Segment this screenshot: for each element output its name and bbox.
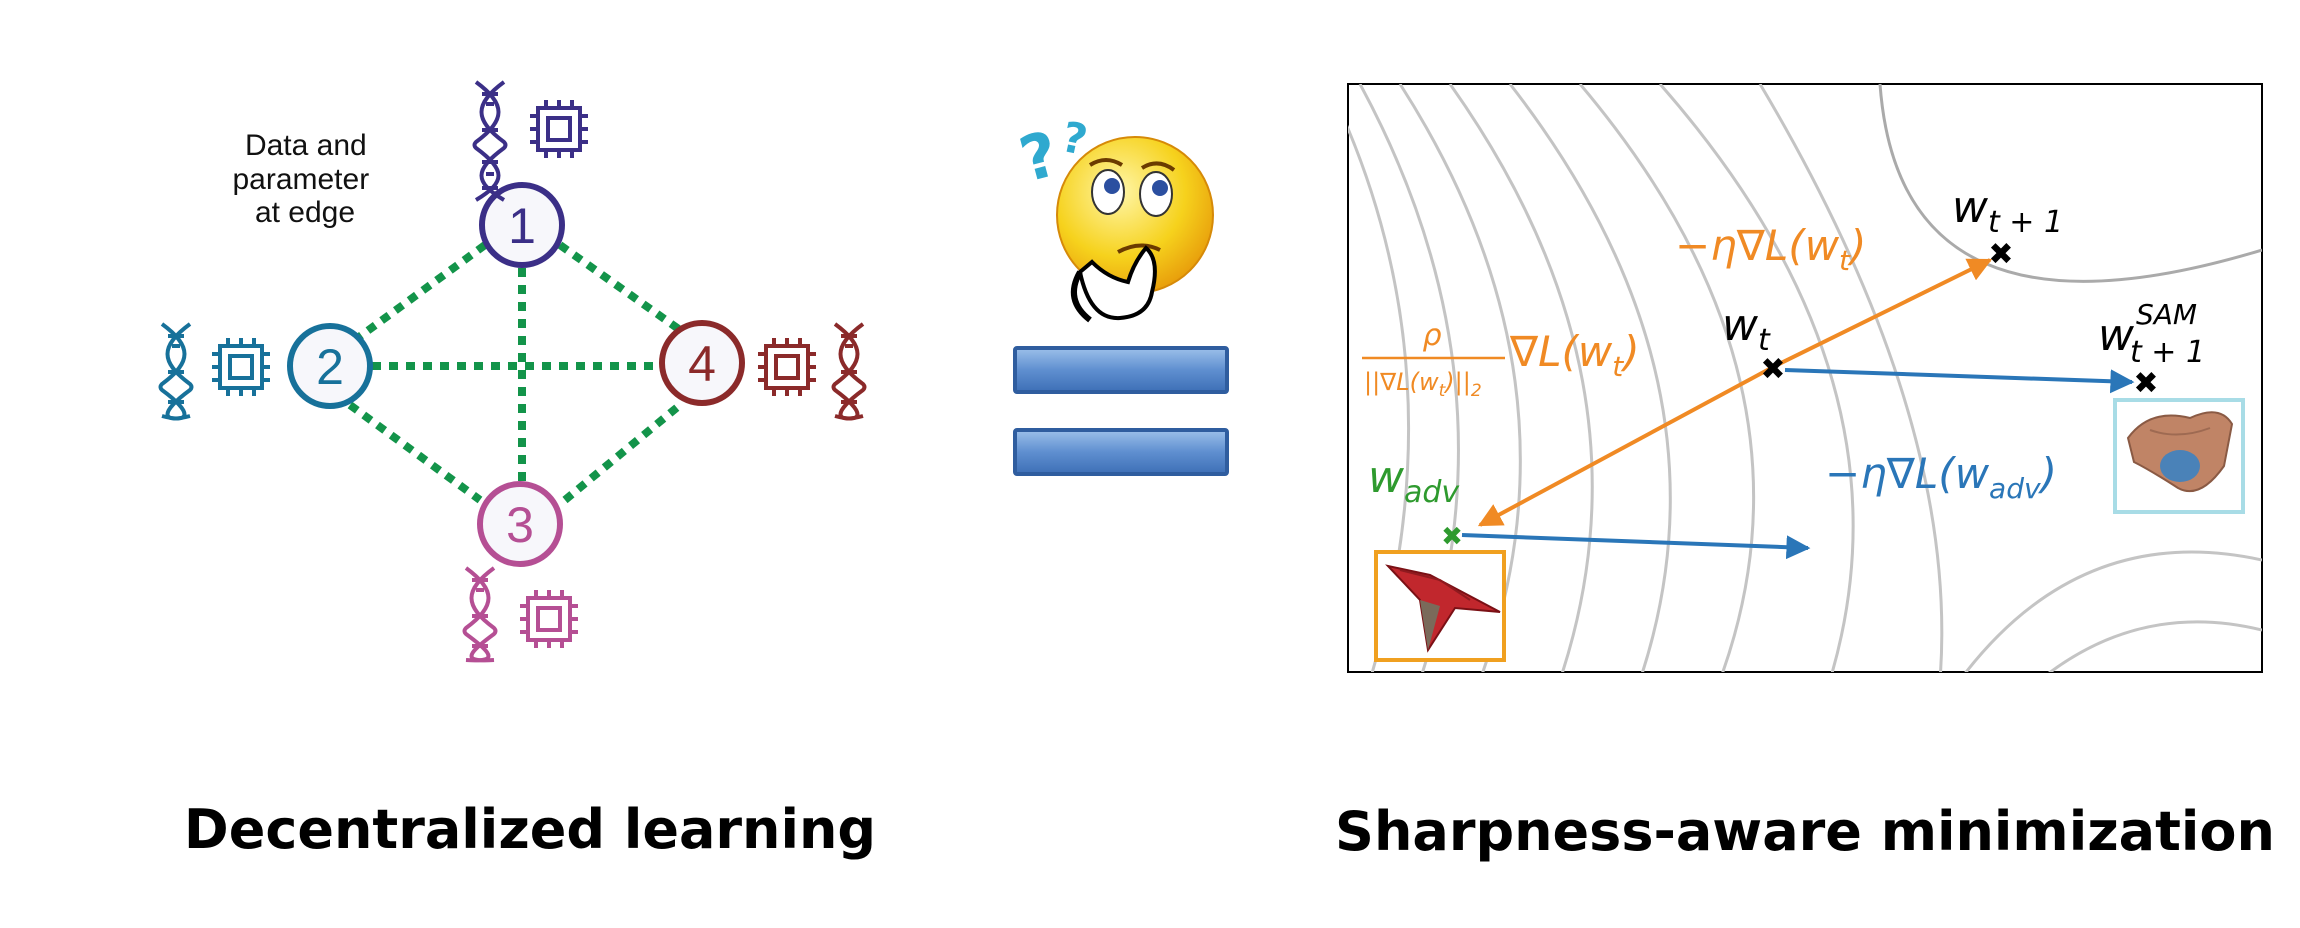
node-2-icons bbox=[158, 322, 270, 421]
rho-gradient: ∇L(wt) bbox=[1509, 327, 1640, 383]
node-3-icons bbox=[462, 566, 578, 663]
point-w-t1-marker: ✖ bbox=[1988, 237, 2013, 272]
orange-perturbation-arrow bbox=[1477, 365, 1774, 527]
node-1: 1 bbox=[479, 182, 565, 268]
orange-gradient-arrow bbox=[1772, 258, 1993, 369]
node-4-icons bbox=[758, 322, 867, 421]
contour-lines bbox=[1348, 84, 2262, 672]
dna-icon bbox=[831, 322, 867, 421]
node-1-label: 1 bbox=[508, 198, 536, 254]
point-w-adv-marker: ✖ bbox=[1441, 522, 1463, 552]
thinking-face-icon: ? ? bbox=[1012, 112, 1214, 323]
equals-bar-top bbox=[1013, 346, 1229, 394]
node-3-label: 3 bbox=[506, 497, 534, 553]
blue-sam-arrow bbox=[1784, 368, 2135, 394]
edge-1-2 bbox=[352, 241, 488, 344]
rho-denominator: ||∇L(wt)||2 bbox=[1364, 368, 1482, 401]
sharp-minimum-thumbnail bbox=[1374, 550, 1506, 662]
dna-icon bbox=[158, 322, 194, 421]
node-4-label: 4 bbox=[688, 336, 716, 392]
graph-edges bbox=[347, 241, 683, 504]
node-2: 2 bbox=[287, 323, 373, 409]
chip-icon bbox=[212, 338, 270, 396]
right-caption: Sharpness-aware minimization bbox=[1335, 800, 2275, 863]
edge-2-3 bbox=[347, 401, 483, 504]
dna-icon bbox=[462, 566, 498, 663]
edge-annotation: Data and parameter at edge bbox=[232, 129, 377, 229]
node-4: 4 bbox=[659, 320, 745, 406]
flat-minimum-thumbnail bbox=[2113, 398, 2245, 514]
node-1-icons bbox=[472, 80, 588, 202]
chip-icon bbox=[520, 590, 578, 648]
blue-adv-arrow bbox=[1461, 533, 1811, 560]
chip-icon bbox=[758, 338, 816, 396]
rho-numerator: ρ bbox=[1422, 318, 1441, 353]
point-w-t-marker: ✖ bbox=[1760, 352, 1785, 387]
point-w-sam-marker: ✖ bbox=[2133, 366, 2158, 401]
chip-icon bbox=[530, 100, 588, 158]
node-3: 3 bbox=[477, 481, 563, 567]
edge-1-4 bbox=[557, 241, 683, 334]
label-rho-step: ρ ||∇L(wt)||2 ∇L(wt) bbox=[1362, 318, 1640, 401]
label-w-t: wt bbox=[1722, 300, 1771, 358]
label-w-adv: wadv bbox=[1368, 452, 1460, 510]
label-grad-blue: −η∇L(wadv) bbox=[1825, 449, 2057, 505]
equals-icon bbox=[1013, 346, 1229, 476]
label-grad-orange: −η∇L(wt) bbox=[1675, 221, 1866, 277]
edge-3-4 bbox=[562, 401, 683, 504]
left-caption: Decentralized learning bbox=[184, 798, 876, 861]
node-2-label: 2 bbox=[316, 339, 344, 395]
equals-bar-bottom bbox=[1013, 428, 1229, 476]
decentralized-graph: 1 2 3 4 Data and parameter at edge bbox=[158, 80, 867, 663]
dna-icon bbox=[472, 80, 508, 202]
label-w-t1: wt + 1 bbox=[1952, 182, 2063, 240]
